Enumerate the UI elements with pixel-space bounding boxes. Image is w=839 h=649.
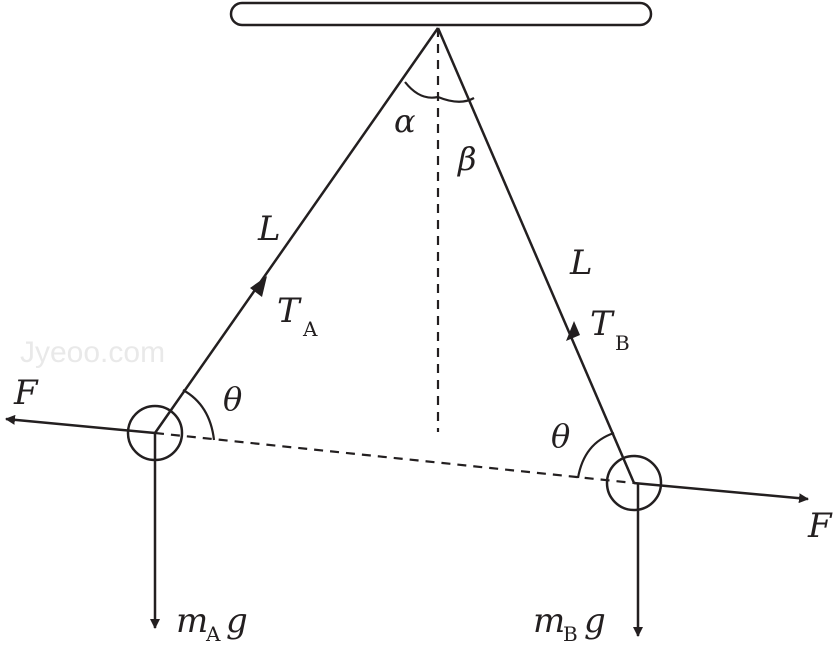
label-weight-b-subscript: B bbox=[563, 622, 578, 646]
angle-beta-arc bbox=[437, 95, 475, 103]
label-weight-a-m: m bbox=[176, 601, 208, 641]
label-theta-right: θ bbox=[551, 417, 570, 455]
angle-theta-left-arc bbox=[182, 389, 216, 441]
watermark: Jyeoo.com bbox=[20, 336, 165, 369]
tension-a-arrowhead bbox=[250, 276, 267, 297]
label-force-right: F bbox=[807, 506, 833, 546]
label-weight-a-subscript: A bbox=[205, 622, 221, 646]
ceiling-bar bbox=[229, 1, 653, 27]
force-f-left-arrow bbox=[5, 414, 156, 435]
label-force-left: F bbox=[13, 373, 39, 413]
force-f-right-arrow bbox=[633, 481, 809, 504]
label-length-left: L bbox=[257, 209, 281, 249]
angle-theta-right-arc bbox=[576, 431, 615, 479]
label-beta: β bbox=[457, 140, 477, 178]
label-tension-a: T bbox=[277, 291, 302, 331]
label-weight-b-m: m bbox=[533, 601, 565, 641]
label-tension-b-subscript: B bbox=[615, 331, 630, 355]
label-tension-b: T bbox=[590, 304, 615, 344]
ball-b bbox=[605, 454, 663, 512]
tension-b-arrowhead bbox=[566, 321, 580, 341]
string-b bbox=[436, 27, 636, 484]
label-length-right: L bbox=[569, 243, 593, 283]
label-weight-b-g: g bbox=[584, 601, 606, 641]
label-tension-a-subscript: A bbox=[302, 317, 318, 341]
label-alpha: α bbox=[394, 102, 416, 140]
label-theta-left: θ bbox=[223, 380, 242, 418]
ball-connecting-line bbox=[154, 431, 635, 485]
label-weight-a-g: g bbox=[226, 601, 248, 641]
string-a bbox=[153, 27, 440, 434]
angle-alpha-arc bbox=[404, 81, 439, 99]
